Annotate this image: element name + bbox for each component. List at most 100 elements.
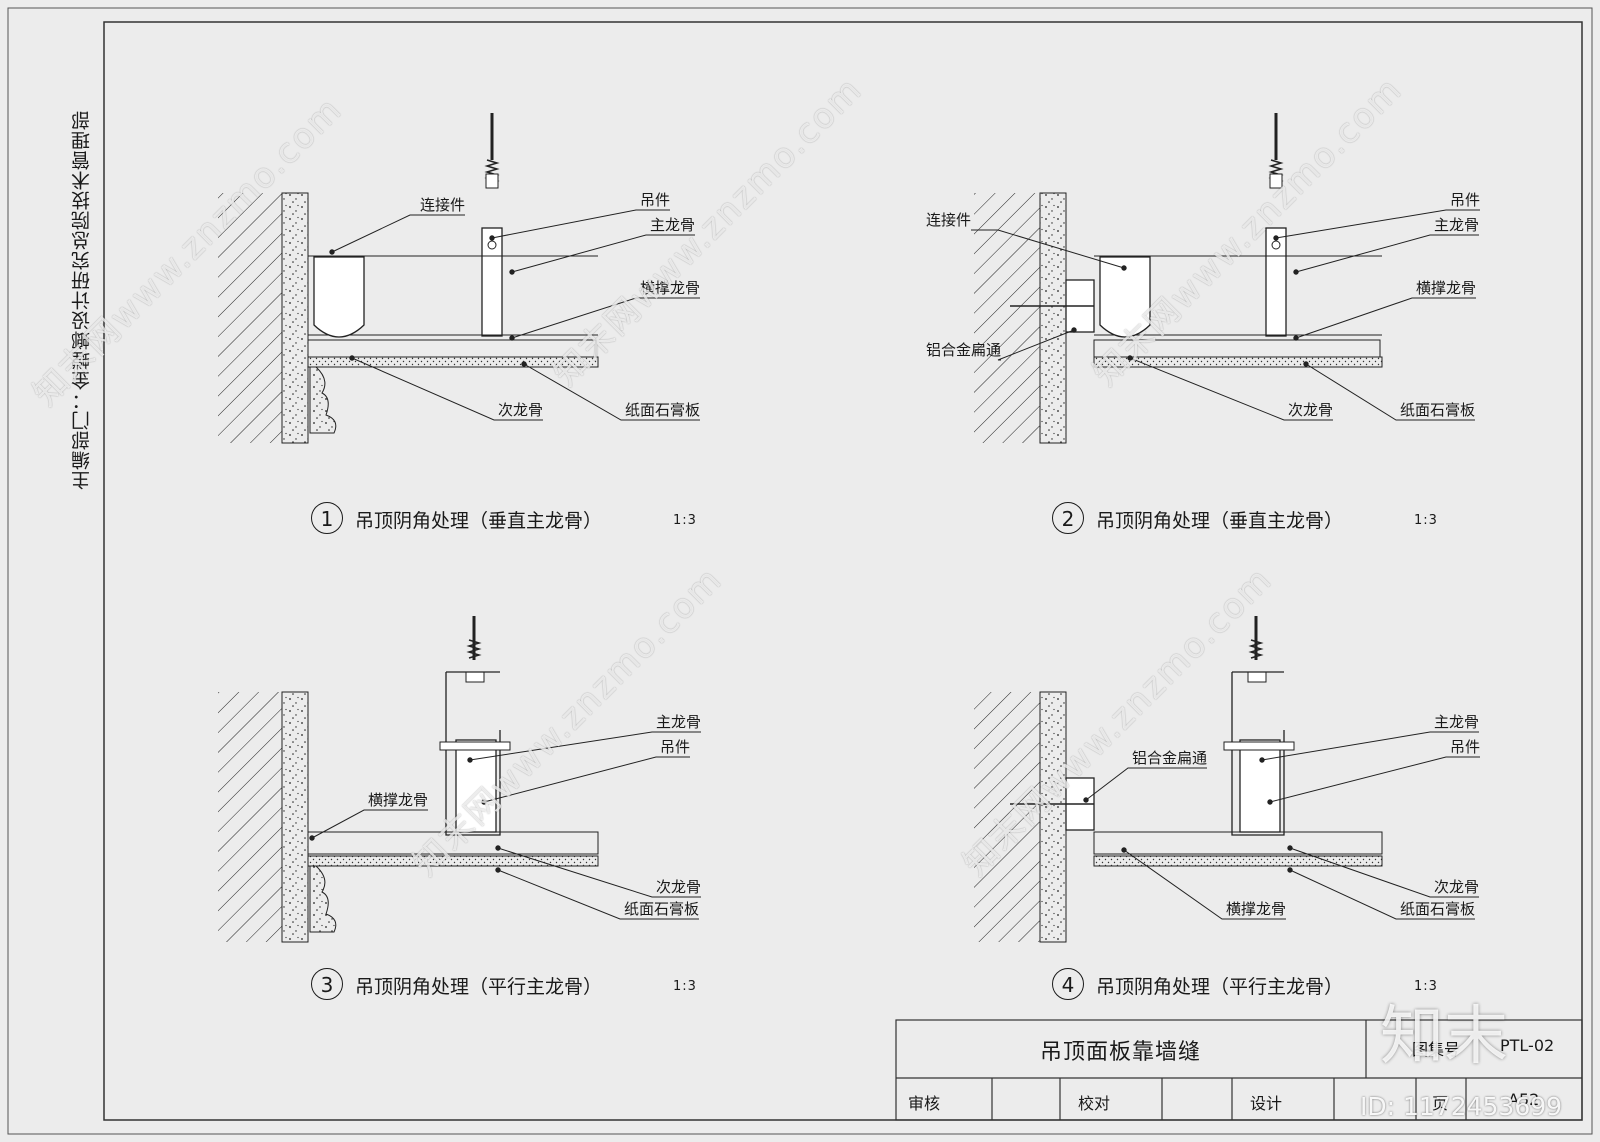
detail-4-scale: 1:3: [1414, 979, 1438, 994]
detail-4-section: [974, 616, 1383, 943]
leader-line-3-4: [497, 847, 701, 898]
callout-label-2-3: 吊件: [1450, 191, 1480, 209]
leader-line-4-3: [1085, 767, 1207, 801]
leader-line-3-1: [469, 731, 701, 761]
hanger-nut: [465, 671, 485, 683]
leader-line-4-5: [1289, 847, 1479, 898]
leader-line-2-5: [1295, 297, 1476, 339]
wall-hatch: [974, 193, 1040, 443]
wall-plaster: [281, 192, 309, 444]
detail-3-number: 3: [311, 968, 343, 1000]
leader-dot-4-2: [1267, 799, 1273, 805]
leader-dot-4-5: [1287, 845, 1293, 851]
leader-line-4-1: [1261, 731, 1479, 761]
leader-dot-4-1: [1259, 757, 1265, 763]
watermark-logo: 知末: [1380, 1000, 1508, 1074]
leader-line-2-6: [1129, 357, 1333, 421]
gypsum-board: [1093, 855, 1383, 867]
secondary-keel: [307, 339, 597, 358]
detail-1-number: 1: [311, 502, 343, 534]
review-label: 审核: [908, 1094, 941, 1113]
leader-dot-3-3: [309, 835, 315, 841]
leader-dot-1-2: [489, 235, 495, 241]
detail-3-title: 吊顶阴角处理（平行主龙骨）: [355, 976, 603, 998]
inner-border: [103, 21, 1583, 1121]
callout-label-1-1: 连接件: [420, 196, 465, 214]
leader-line-2-3: [1275, 209, 1480, 239]
leader-dot-1-5: [349, 355, 355, 361]
secondary-keel: [1093, 339, 1381, 358]
design-label: 设计: [1250, 1094, 1283, 1113]
leader-line-2-4: [1295, 234, 1479, 273]
detail-2-title: 吊顶阴角处理（垂直主龙骨）: [1096, 510, 1344, 532]
callout-label-3-3: 横撑龙骨: [368, 791, 428, 809]
cornice: [309, 865, 337, 933]
detail-1-title: 吊顶阴角处理（垂直主龙骨）: [355, 510, 603, 532]
leader-line-1-1: [331, 214, 465, 253]
leader-line-2-1: [971, 229, 1125, 269]
detail-3-scale: 1:3: [673, 979, 697, 994]
cross-keel: [1093, 831, 1383, 855]
leader-line-4-2: [1269, 756, 1480, 803]
leader-dot-2-5: [1293, 335, 1299, 341]
hanger-clip: [445, 671, 501, 836]
cornice: [309, 366, 337, 434]
hanger-thread: [466, 639, 482, 659]
callout-label-4-1: 主龙骨: [1434, 713, 1479, 731]
leader-line-3-3: [311, 809, 428, 839]
callout-label-2-4: 主龙骨: [1434, 216, 1479, 234]
detail-4-title: 吊顶阴角处理（平行主龙骨）: [1096, 976, 1344, 998]
callout-label-3-2: 吊件: [660, 738, 690, 756]
leader-line-3-5: [497, 869, 699, 920]
main-keel-channel: [1239, 739, 1281, 833]
callout-label-2-2: 铝合金扁通: [926, 341, 1001, 359]
atlas-number: PTL-02: [1500, 1036, 1555, 1055]
leader-line-1-4: [511, 297, 700, 339]
wall-plaster: [1039, 192, 1067, 444]
leader-dot-3-1: [467, 757, 473, 763]
hanger-bolt: [1271, 240, 1281, 250]
connector: [313, 256, 365, 338]
leader-line-4-6: [1289, 869, 1475, 920]
leader-line-4-4: [1123, 849, 1286, 920]
page-number: A52: [1508, 1090, 1540, 1109]
hanger-nut: [1247, 671, 1267, 683]
leader-dot-1-1: [329, 249, 335, 255]
leader-dot-3-5: [495, 867, 501, 873]
callout-label-1-6: 纸面石膏板: [625, 401, 700, 419]
callout-label-2-6: 次龙骨: [1288, 401, 1333, 419]
connector: [1099, 256, 1151, 338]
wall-hatch: [974, 692, 1040, 942]
leader-dot-2-1: [1121, 265, 1127, 271]
leader-dot-2-3: [1273, 235, 1279, 241]
leader-dot-4-3: [1083, 797, 1089, 803]
callout-label-4-4: 横撑龙骨: [1226, 900, 1286, 918]
callout-label-2-7: 纸面石膏板: [1400, 401, 1475, 419]
hanger-clip: [1265, 227, 1287, 337]
leader-line-3-2: [483, 756, 690, 803]
detail-4-number: 4: [1052, 968, 1084, 1000]
callout-label-4-2: 吊件: [1450, 738, 1480, 756]
leader-lines: [309, 209, 1480, 920]
atlas-label: 图集号: [1412, 1040, 1461, 1059]
callout-label-1-2: 吊件: [640, 191, 670, 209]
leader-dot-2-6: [1127, 355, 1133, 361]
leader-dot-3-2: [481, 799, 487, 805]
leader-dot-1-3: [509, 269, 515, 275]
gypsum-board: [307, 855, 599, 867]
leader-dot-1-4: [509, 335, 515, 341]
leader-line-1-5: [351, 357, 543, 421]
leader-dot-1-6: [521, 361, 527, 367]
detail-2-scale: 1:3: [1414, 513, 1438, 528]
leader-line-2-7: [1305, 363, 1475, 421]
wall-plaster: [1039, 691, 1067, 943]
detail-2-section: [974, 113, 1383, 444]
leader-line-1-3: [511, 234, 695, 273]
callout-label-4-3: 铝合金扁通: [1132, 749, 1207, 767]
leader-dot-4-4: [1121, 847, 1127, 853]
leader-line-2-2: [997, 329, 1075, 361]
callout-label-4-6: 纸面石膏板: [1400, 900, 1475, 918]
leader-dot-4-6: [1287, 867, 1293, 873]
